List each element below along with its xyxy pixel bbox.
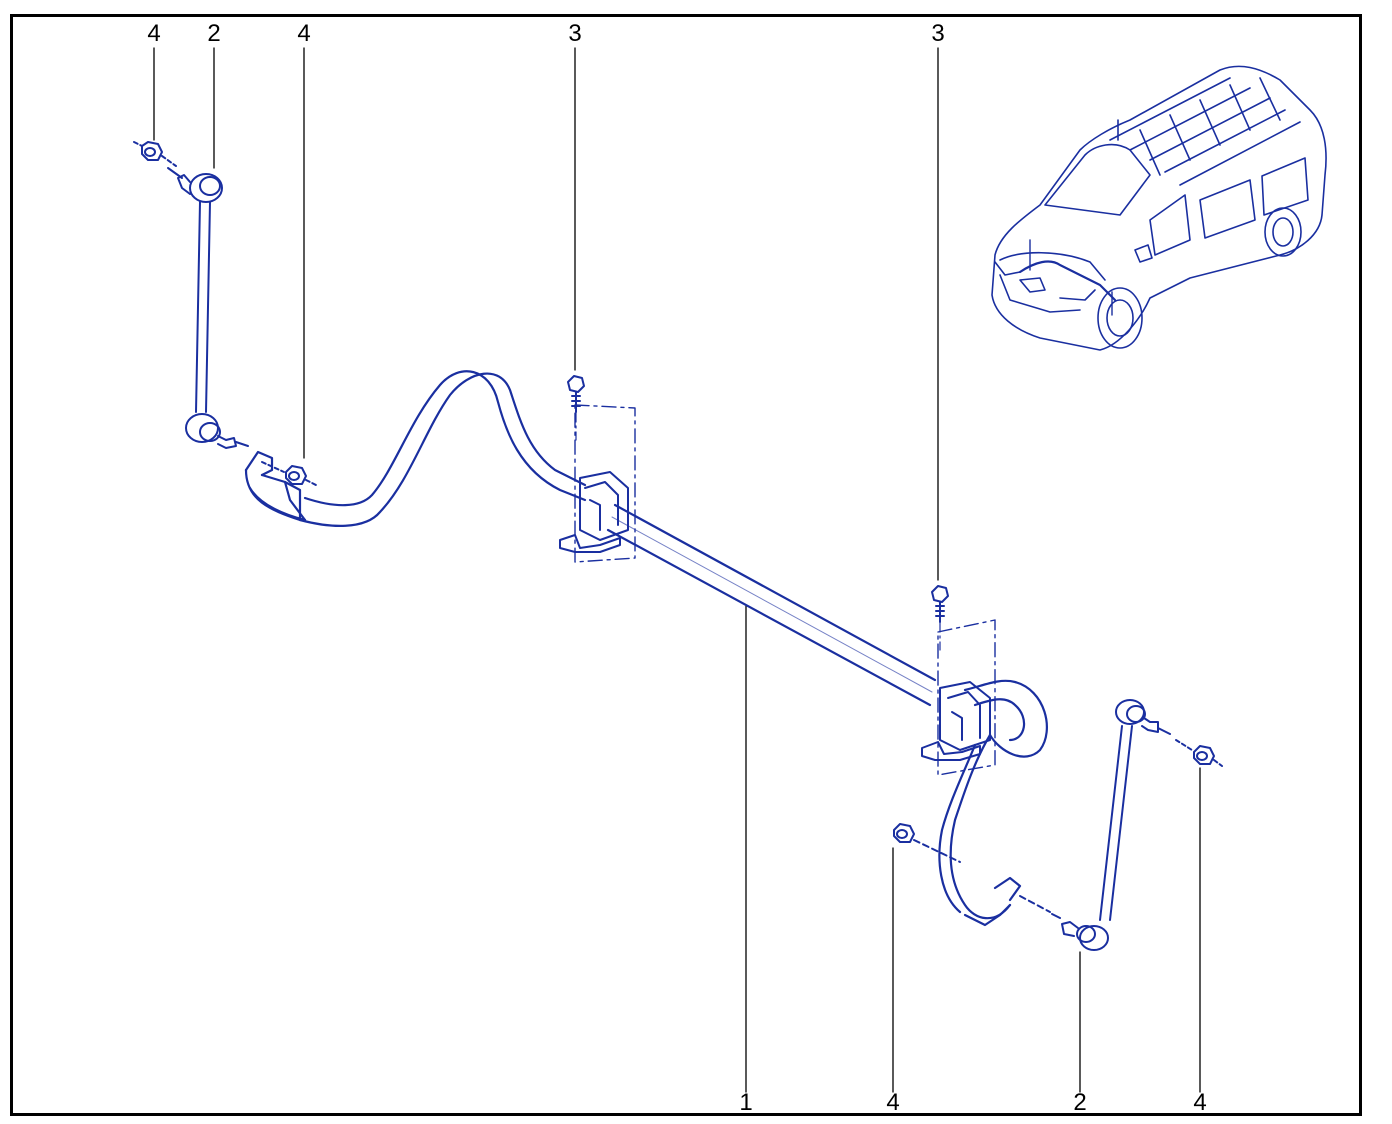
van-location-inset <box>991 65 1327 351</box>
nut-icon-right-lower <box>893 823 1051 913</box>
bushing-clamp-left <box>559 404 636 563</box>
link-rod-left <box>167 167 249 449</box>
bushing-clamp-right <box>921 619 996 776</box>
callout-label-4: 4 <box>297 20 311 47</box>
nut-icon-mid-left <box>261 461 319 487</box>
diagram-frame <box>10 14 1362 1116</box>
bolt-icon-right <box>931 585 949 651</box>
callout-label-3: 3 <box>931 20 945 47</box>
callout-label-2: 2 <box>207 20 221 47</box>
nut-icon-top-left <box>133 141 177 167</box>
callout-label-2: 2 <box>1073 1089 1087 1116</box>
callout-label-4: 4 <box>1193 1089 1207 1116</box>
callout-label-4: 4 <box>886 1089 900 1116</box>
leader-lines <box>153 47 1201 1093</box>
anti-roll-bar <box>244 370 1048 927</box>
link-rod-right <box>1051 699 1171 951</box>
callout-label-3: 3 <box>568 20 582 47</box>
bolt-icon-left <box>567 375 585 441</box>
callout-label-4: 4 <box>147 20 161 47</box>
nut-icon-right-upper <box>1175 739 1223 767</box>
callout-label-1: 1 <box>739 1089 753 1116</box>
